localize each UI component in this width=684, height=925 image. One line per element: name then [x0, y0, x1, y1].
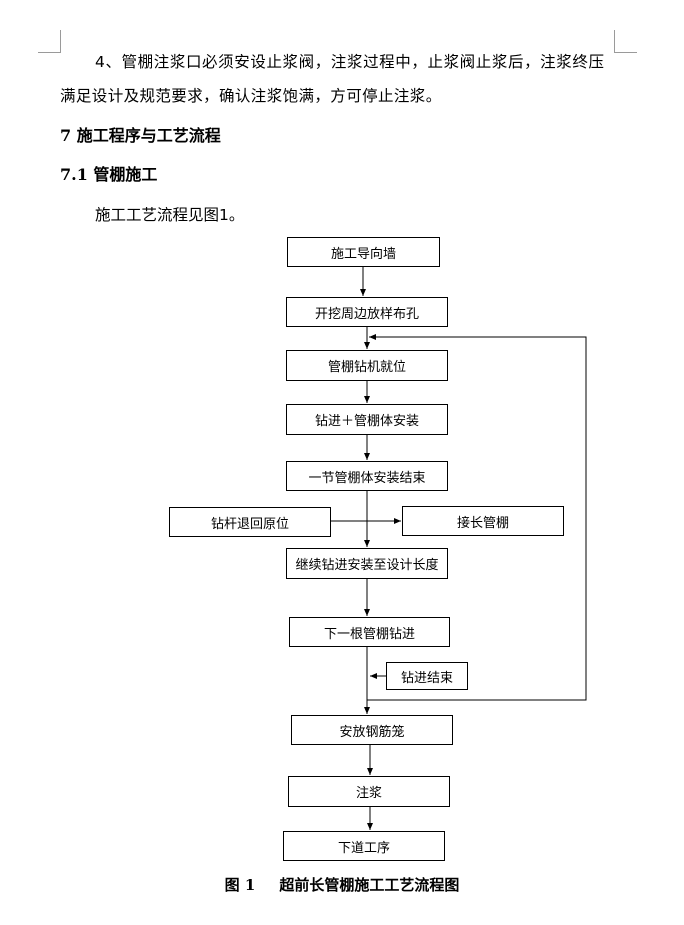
flow-step-excavate-layout: 开挖周边放样布孔: [286, 297, 448, 327]
flow-step-guide-wall: 施工导向墙: [287, 237, 440, 267]
flow-step-section-complete: 一节管棚体安装结束: [286, 461, 448, 491]
intro-paragraph: 施工工艺流程见图1。: [95, 206, 245, 224]
flow-step-drill-positioning: 管棚钻机就位: [286, 350, 448, 381]
paragraph-4-line-2: 满足设计及规范要求，确认注浆饱满，方可停止注浆。: [60, 87, 442, 105]
flow-step-continue-to-length: 继续钻进安装至设计长度: [286, 548, 448, 579]
flow-step-extend-pipe: 接长管棚: [402, 506, 564, 536]
paragraph-4-line-1: 4、管棚注浆口必须安设止浆阀，注浆过程中，止浆阀止浆后，注浆终压: [95, 53, 605, 71]
figure-number: 图 1: [224, 876, 256, 894]
flow-step-grouting: 注浆: [288, 776, 450, 807]
page-corner-mark-right: [614, 30, 637, 53]
heading-section-7: 7 施工程序与工艺流程: [60, 126, 221, 145]
flow-step-next-pipe: 下一根管棚钻进: [289, 617, 450, 647]
flow-step-drilling-end: 钻进结束: [386, 662, 468, 690]
flow-step-next-process: 下道工序: [283, 831, 445, 861]
flow-step-rebar-cage: 安放钢筋笼: [291, 715, 453, 745]
page-corner-mark-left: [38, 30, 61, 53]
heading-section-7-1: 7.1 管棚施工: [60, 165, 158, 184]
figure-title: 超前长管棚施工工艺流程图: [279, 876, 460, 894]
flow-step-retract-rod: 钻杆退回原位: [169, 507, 331, 537]
flow-step-drill-install: 钻进＋管棚体安装: [286, 404, 448, 435]
figure-caption: 图 1 超前长管棚施工工艺流程图: [0, 874, 684, 895]
